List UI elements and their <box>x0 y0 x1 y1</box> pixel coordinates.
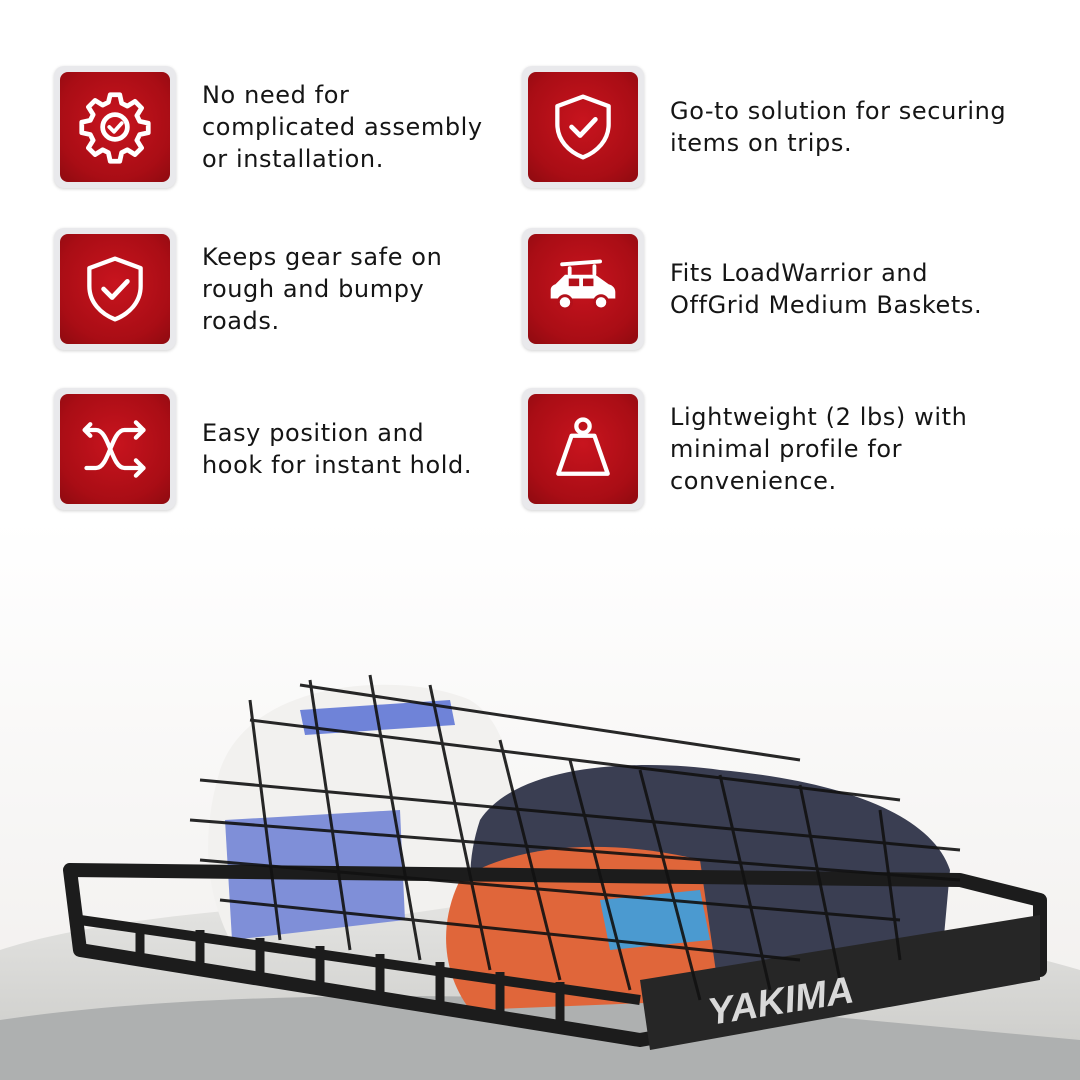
feature-text: Keeps gear safe on rough and bumpy roads… <box>202 243 443 335</box>
weight-icon <box>528 394 638 504</box>
feature-easy-position: Easy position and hook for instant hold. <box>54 388 472 510</box>
icon-tile <box>54 228 176 350</box>
icon-tile <box>54 388 176 510</box>
gear-check-icon <box>60 72 170 182</box>
feature-grid: No need for complicated assembly or inst… <box>0 0 1080 520</box>
feature-gear-safe: Keeps gear safe on rough and bumpy roads… <box>54 228 442 350</box>
feature-lightweight: Lightweight (2 lbs) with minimal profile… <box>522 388 967 510</box>
shield-check-icon <box>60 234 170 344</box>
feature-text: Go-to solution for securing items on tri… <box>670 97 1007 157</box>
icon-tile <box>522 228 644 350</box>
feature-securing-items: Go-to solution for securing items on tri… <box>522 66 1006 188</box>
feature-text: Easy position and hook for instant hold. <box>202 419 473 479</box>
shield-check-icon <box>528 72 638 182</box>
car-roof-rack-icon <box>528 234 638 344</box>
product-photo: YAKIMA <box>0 520 1080 1080</box>
feature-text: Fits LoadWarrior and OffGrid Medium Bask… <box>670 259 983 319</box>
crossing-arrows-icon <box>60 394 170 504</box>
icon-tile <box>522 66 644 188</box>
icon-tile <box>54 66 176 188</box>
feature-no-assembly: No need for complicated assembly or inst… <box>54 66 483 188</box>
feature-text: Lightweight (2 lbs) with minimal profile… <box>670 403 968 495</box>
icon-tile <box>522 388 644 510</box>
feature-text: No need for complicated assembly or inst… <box>202 81 483 173</box>
feature-fits-baskets: Fits LoadWarrior and OffGrid Medium Bask… <box>522 228 982 350</box>
